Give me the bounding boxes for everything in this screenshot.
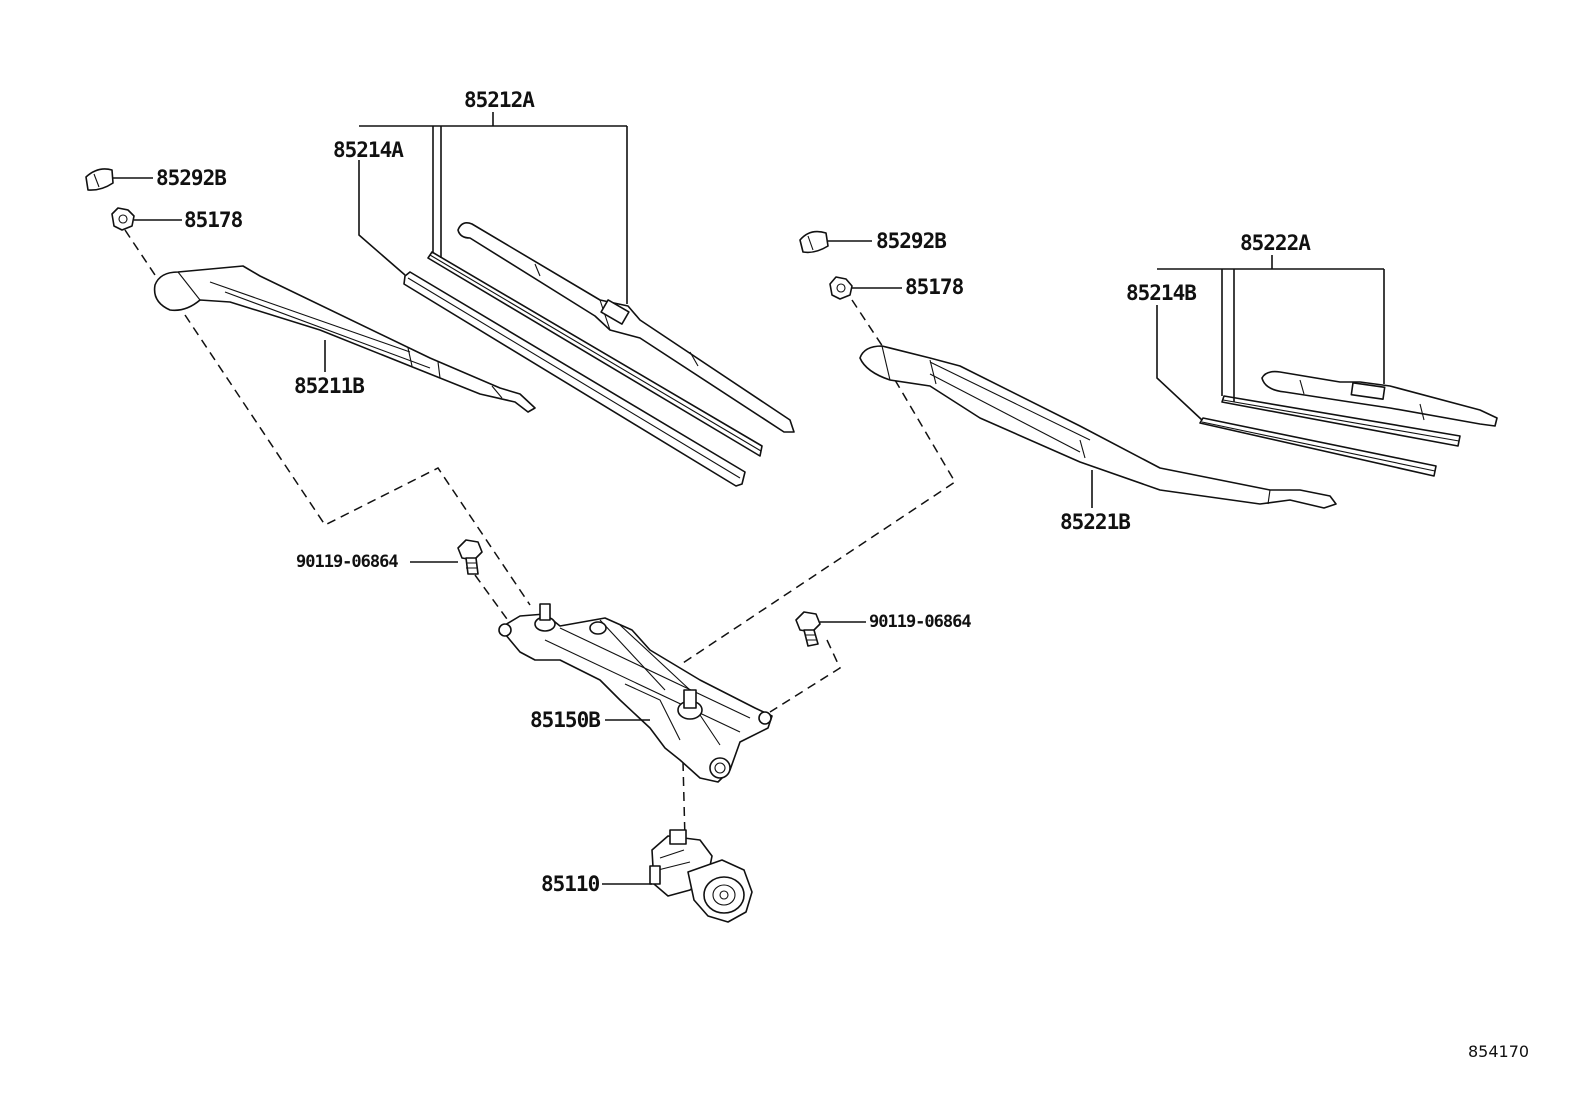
part-label-85214a[interactable]: 85214A (333, 138, 405, 162)
wiper-blade-left (403, 222, 795, 487)
wiper-arm-right (859, 345, 1337, 509)
part-label-85222a[interactable]: 85222A (1240, 231, 1312, 255)
part-label-85221b[interactable]: 85221B (1060, 510, 1131, 534)
part-label-85178-right[interactable]: 85178 (905, 275, 965, 299)
nut-right (829, 276, 853, 300)
bolt-right (795, 611, 821, 647)
part-label-90119-06864-left[interactable]: 90119-06864 (296, 552, 399, 572)
wiper-arm-left (153, 265, 536, 413)
part-label-85178-left[interactable]: 85178 (184, 208, 244, 232)
part-label-85211b[interactable]: 85211B (294, 374, 365, 398)
wiper-arm-cap-left (85, 168, 114, 191)
part-label-85212a[interactable]: 85212A (464, 88, 536, 112)
diagram-reference-number: 854170 (1468, 1042, 1529, 1061)
wiper-link-assembly (498, 603, 773, 783)
wiper-blade-right (1199, 370, 1498, 477)
part-label-85214b[interactable]: 85214B (1126, 281, 1197, 305)
part-label-85292b-left[interactable]: 85292B (156, 166, 227, 190)
part-label-90119-06864-right[interactable]: 90119-06864 (869, 612, 972, 632)
part-label-85110[interactable]: 85110 (541, 872, 601, 896)
nut-left (111, 207, 135, 231)
bolt-left (457, 539, 483, 575)
part-label-85150b[interactable]: 85150B (530, 708, 601, 732)
part-label-85292b-right[interactable]: 85292B (876, 229, 947, 253)
wiper-arm-cap-right (799, 230, 829, 254)
wiper-motor (649, 829, 753, 923)
